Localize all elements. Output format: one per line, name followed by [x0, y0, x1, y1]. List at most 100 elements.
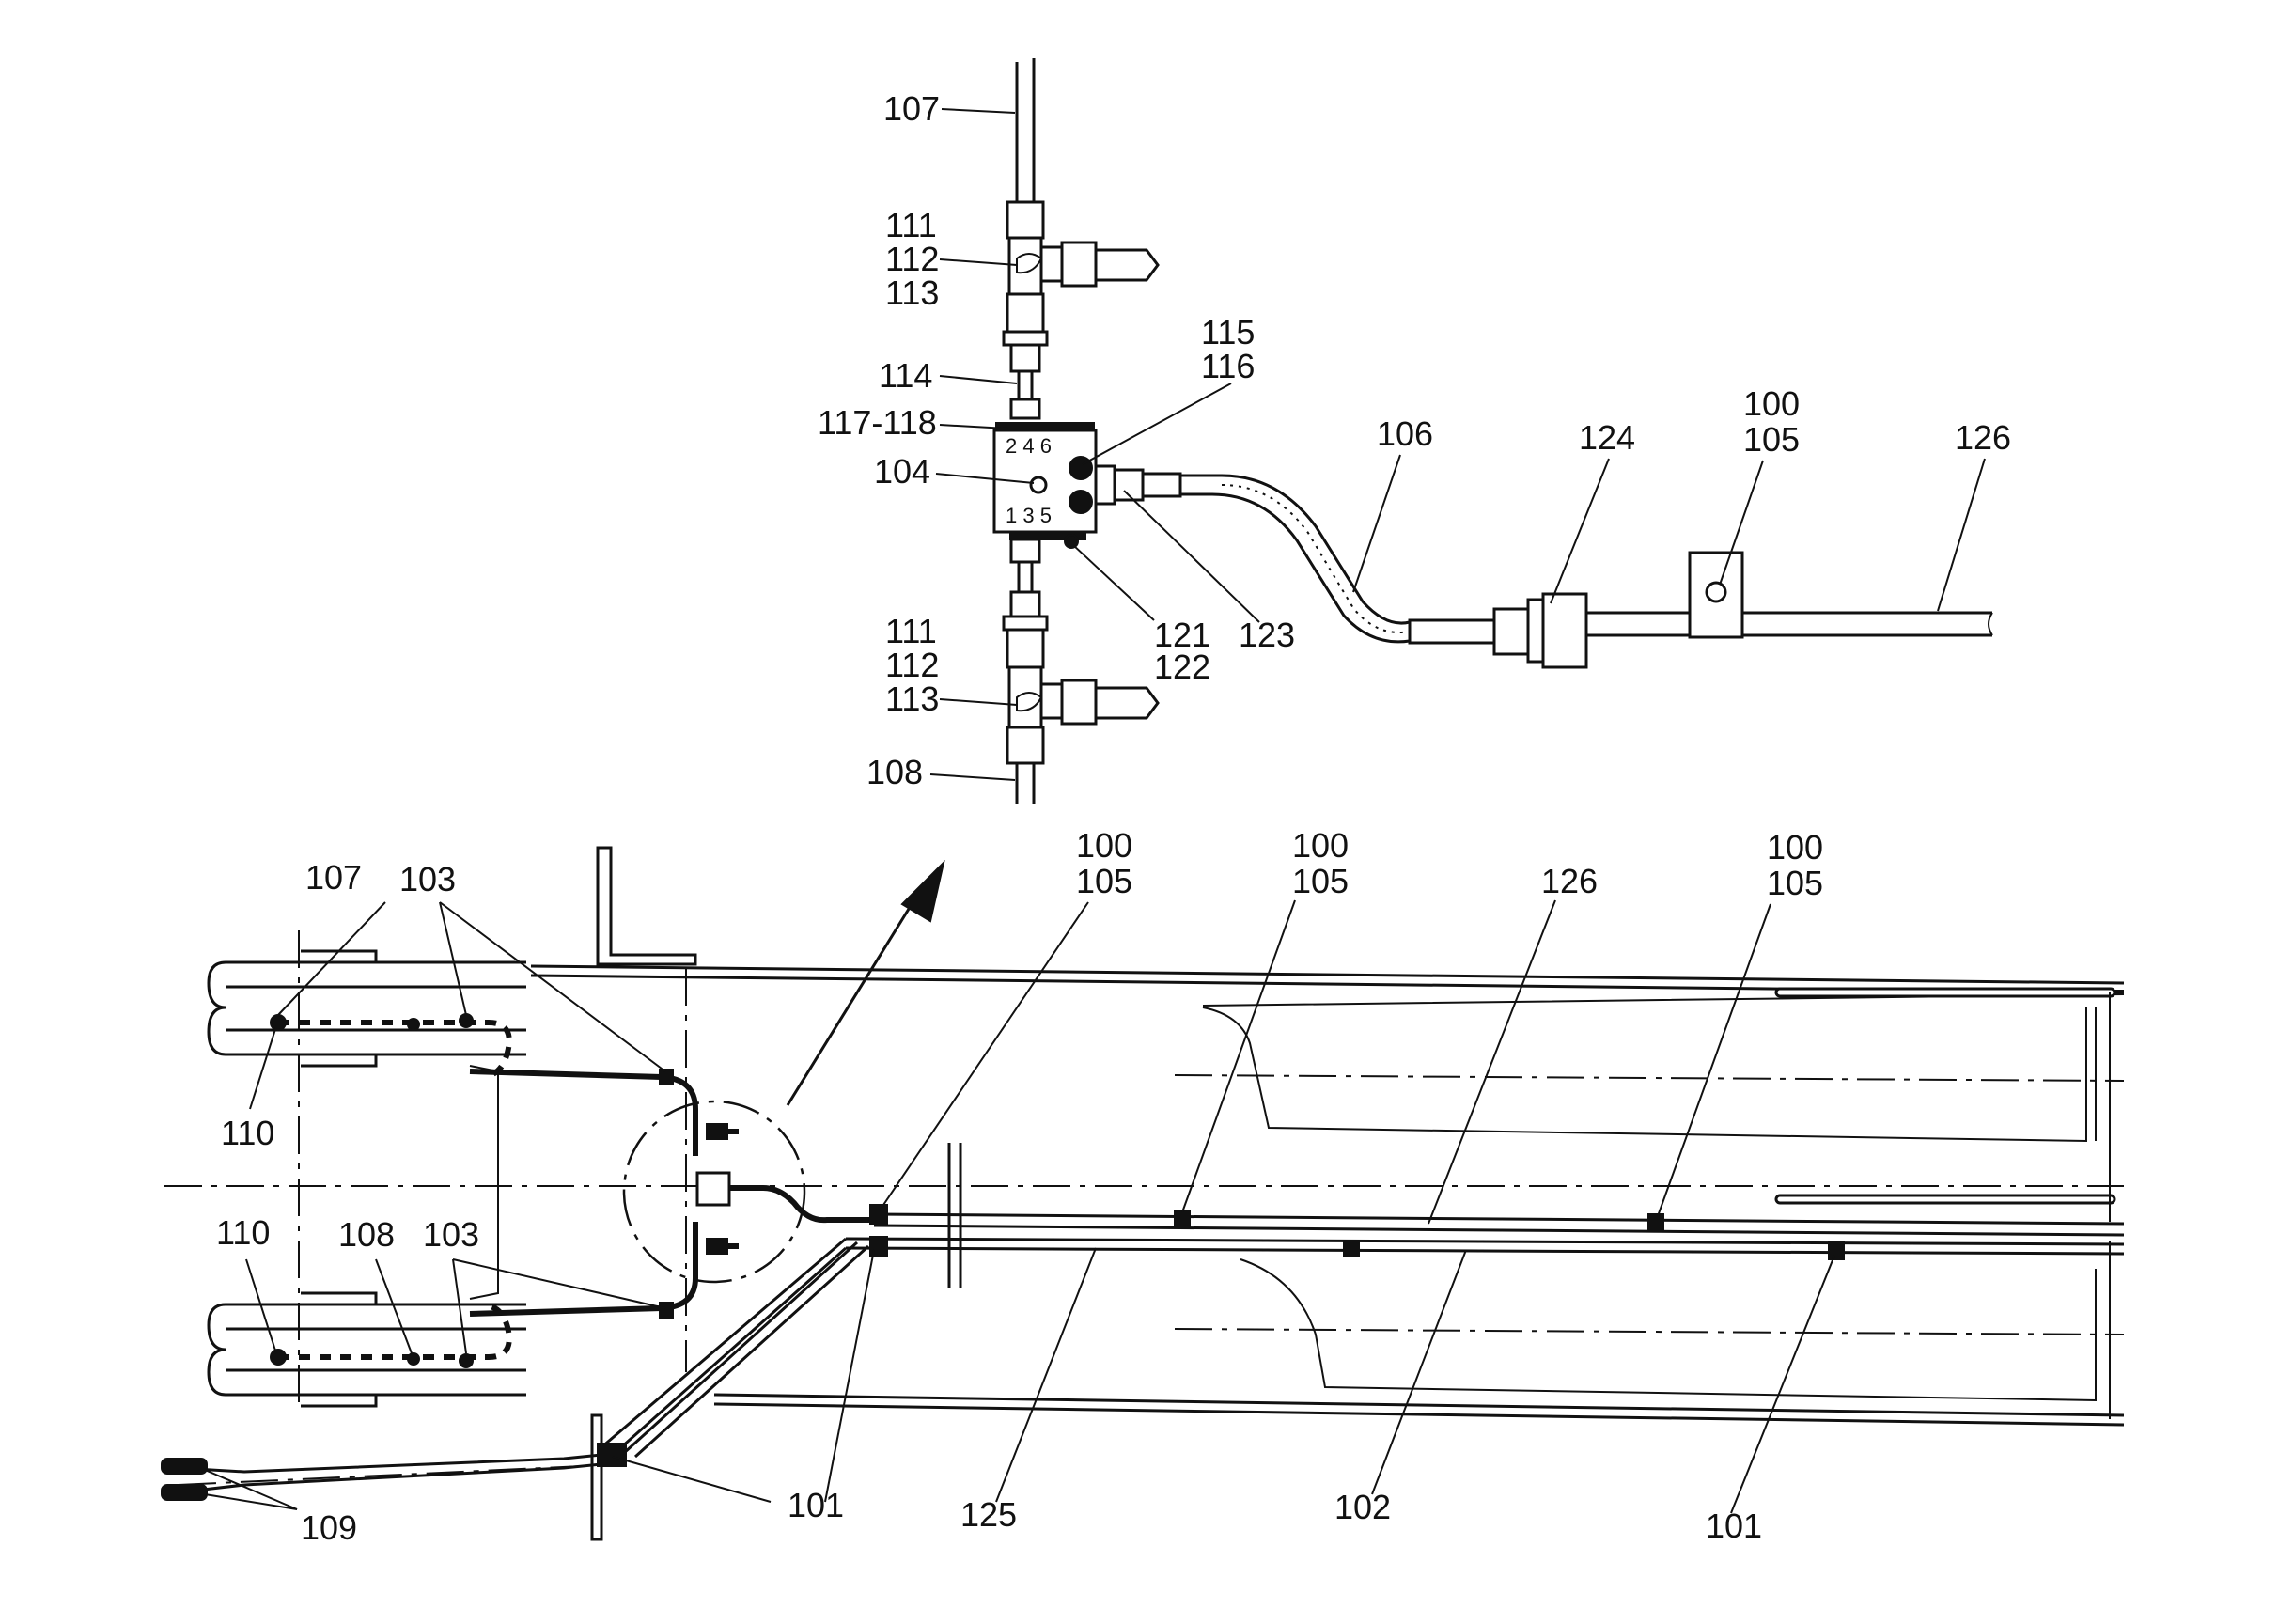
union-124-a	[1492, 607, 1530, 656]
clamp-101-2	[1828, 1241, 1845, 1260]
pipe-distributor-to-clamp	[729, 1185, 874, 1224]
hose-end-109-lower	[161, 1484, 208, 1501]
wheel-cylinder-110-lower	[270, 1349, 287, 1366]
fitting-lower-ring	[1002, 615, 1049, 632]
outlet-fitting-123-a	[1094, 464, 1116, 506]
frame-panel-upper	[1202, 1007, 2087, 1143]
clamp-100-105-1	[869, 1204, 888, 1225]
label-t-103b: 103	[423, 1215, 479, 1254]
fitting-block-out	[1009, 538, 1041, 564]
label-t-110b: 110	[216, 1213, 270, 1252]
block-port-marks-bottom: 1 3 5	[1006, 504, 1052, 527]
axle-housing-upper	[207, 960, 526, 1056]
label-t-105b: 105	[1076, 862, 1132, 900]
fitting-upper-nut	[1006, 200, 1045, 240]
pipe-107	[1015, 58, 1036, 202]
label-t-111b: 111	[885, 612, 937, 650]
frame-slot-middle	[1774, 1194, 2116, 1205]
label-t-112: 112	[885, 240, 939, 278]
block-top-screws	[995, 422, 1095, 431]
label-t-106: 106	[1377, 414, 1433, 453]
point-107	[407, 1018, 420, 1031]
frame-slot-upper	[1774, 987, 2116, 998]
screw-121-122	[1064, 534, 1079, 549]
arrow-shaft	[786, 888, 923, 1106]
side-fitting-lower-1	[1039, 682, 1064, 720]
clip-103-upper	[459, 1013, 474, 1028]
line-to-109	[178, 1465, 584, 1486]
label-t-116: 116	[1201, 347, 1255, 385]
overview-leaders	[204, 899, 1835, 1514]
distributor-fitting-top	[706, 1123, 728, 1140]
axle-bracket-upper	[301, 949, 378, 1068]
clip-103-lower	[459, 1353, 474, 1368]
label-t-111: 111	[885, 206, 937, 244]
label-t-100d: 100	[1767, 828, 1823, 867]
detail-leaders	[929, 108, 1986, 781]
outlet-fitting-123-c	[1141, 472, 1182, 498]
fitting-mid-hex	[1009, 343, 1041, 373]
distributor-overview	[695, 1171, 731, 1207]
hose-106-outer	[1180, 474, 1411, 644]
label-t-100b: 100	[1076, 826, 1132, 865]
fitting-bottom-nut	[1006, 726, 1045, 765]
label-t-117-118: 117-118	[818, 403, 937, 442]
block-port-marks-top: 2 4 6	[1006, 434, 1052, 458]
fitting-lower-nut	[1006, 628, 1045, 669]
pipe-125-diagonal	[601, 1237, 847, 1457]
clamp-100-105-2	[1174, 1210, 1191, 1228]
side-fitting-upper-1	[1039, 245, 1064, 283]
hose-end-106	[1408, 618, 1496, 645]
label-t-103a: 103	[399, 860, 456, 898]
union-124-c	[1541, 592, 1588, 669]
label-t-105d: 105	[1767, 864, 1823, 902]
clamp-102	[1343, 1240, 1360, 1257]
label-t-108b: 108	[338, 1215, 395, 1254]
label-t-110a: 110	[221, 1114, 274, 1152]
label-t-113: 113	[885, 273, 939, 312]
point-108	[407, 1352, 420, 1366]
label-t-125: 125	[960, 1495, 1017, 1534]
label-t-126b: 126	[1541, 862, 1598, 900]
pipe-126-main	[873, 1212, 2125, 1237]
label-t-105a: 105	[1743, 420, 1800, 459]
centerline-lower	[1174, 1328, 2125, 1335]
label-t-124: 124	[1579, 418, 1635, 457]
hose-end-109-upper	[161, 1458, 208, 1475]
label-t-101b: 101	[1706, 1507, 1762, 1545]
pipe-lower-short	[1017, 562, 1034, 592]
overview-view	[161, 846, 2125, 1541]
bracket-bottom	[590, 1413, 603, 1541]
fitting-mid-nut	[1006, 292, 1045, 334]
arrow-head	[900, 859, 945, 923]
pipe-126-break	[1988, 612, 1993, 636]
hose-106-braid	[1221, 484, 1411, 633]
union-124-b	[1526, 598, 1545, 664]
label-t-115: 115	[1201, 313, 1255, 351]
clamp-bolt-detail	[1705, 581, 1727, 603]
fitting-mid-ring	[1002, 330, 1049, 347]
pipe-to-distributor-lower	[469, 1222, 698, 1317]
outlet-fitting-123-b	[1113, 468, 1145, 502]
label-t-113b: 113	[885, 679, 939, 718]
label-t-102: 102	[1334, 1488, 1391, 1526]
label-t-107: 107	[883, 89, 940, 128]
plug-115-116-b	[1069, 490, 1093, 514]
fitting-block-in	[1009, 398, 1041, 420]
label-t-112b: 112	[885, 646, 939, 684]
distributor-fitting-bottom	[706, 1238, 728, 1255]
fitting-lower-hex	[1009, 590, 1041, 618]
vertical-plate	[947, 1143, 962, 1288]
label-t-107b: 107	[305, 858, 362, 897]
label-t-109: 109	[301, 1508, 357, 1547]
block-center-bolt	[1029, 476, 1048, 494]
clip-upper-bend	[659, 1069, 674, 1085]
side-fitting-lower-2	[1060, 679, 1098, 726]
axle-tie	[469, 1065, 499, 1300]
centerline-upper	[1174, 1074, 2125, 1082]
tee-body-lower	[1007, 665, 1043, 729]
clip-lower-bend	[659, 1302, 674, 1319]
label-t-104: 104	[874, 452, 930, 491]
pipe-125-diagonal-2	[622, 1241, 870, 1459]
